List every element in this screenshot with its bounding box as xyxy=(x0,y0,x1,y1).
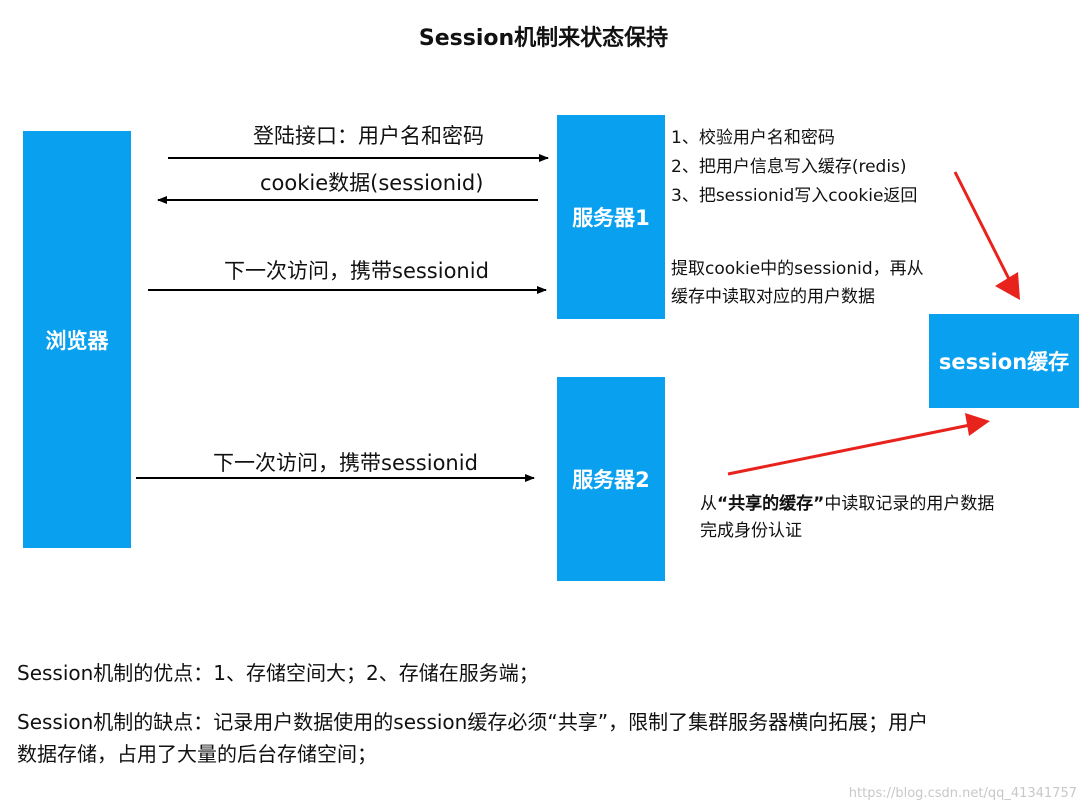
server1-step-2: 2、把用户信息写入缓存(redis) xyxy=(671,157,907,177)
server1-step-1: 1、校验用户名和密码 xyxy=(671,128,835,148)
session-cache-node: session缓存 xyxy=(929,314,1079,408)
server1-read-line-1: 提取cookie中的sessionid，再从 xyxy=(671,259,924,279)
edge-label-cookie-return: cookie数据(sessionid) xyxy=(260,171,484,195)
edge-label-next-visit-1: 下一次访问，携带sessionid xyxy=(224,259,489,283)
browser-node: 浏览器 xyxy=(23,131,131,548)
server1-node: 服务器1 xyxy=(557,115,665,319)
red-arrow-write-cache xyxy=(953,171,1014,286)
server2-read-line-1: 从“共享的缓存”中读取记录的用户数据 xyxy=(700,490,994,518)
browser-label: 浏览器 xyxy=(45,328,109,353)
red-arrow-read-cache xyxy=(727,422,976,476)
cons-text-line-2: 数据存储，占用了大量的后台存储空间； xyxy=(17,742,377,766)
watermark: https://blog.csdn.net/qq_41341757 xyxy=(848,786,1077,801)
server2-read-prefix: 从 xyxy=(700,494,717,514)
edge-label-login: 登陆接口：用户名和密码 xyxy=(253,124,484,148)
server1-label: 服务器1 xyxy=(572,206,650,230)
red-arrow-read-cache-head xyxy=(965,413,990,436)
server2-read-emphasis: “共享的缓存” xyxy=(717,494,825,514)
server2-read-line-2: 完成身份认证 xyxy=(700,521,802,541)
edge-label-next-visit-2: 下一次访问，携带sessionid xyxy=(213,451,478,475)
server1-read-line-2: 缓存中读取对应的用户数据 xyxy=(671,287,875,307)
server2-node: 服务器2 xyxy=(557,377,665,581)
server2-read-suffix: 中读取记录的用户数据 xyxy=(824,494,995,514)
pros-text: Session机制的优点：1、存储空间大；2、存储在服务端； xyxy=(17,661,539,685)
session-cache-label: session缓存 xyxy=(938,350,1070,374)
server2-label: 服务器2 xyxy=(572,468,650,492)
server1-step-3: 3、把sessionid写入cookie返回 xyxy=(671,186,918,206)
page-title: Session机制来状态保持 xyxy=(418,26,669,51)
red-arrow-write-cache-head xyxy=(995,272,1020,300)
cons-text-line-1: Session机制的缺点：记录用户数据使用的session缓存必须“共享”，限制… xyxy=(17,710,929,734)
